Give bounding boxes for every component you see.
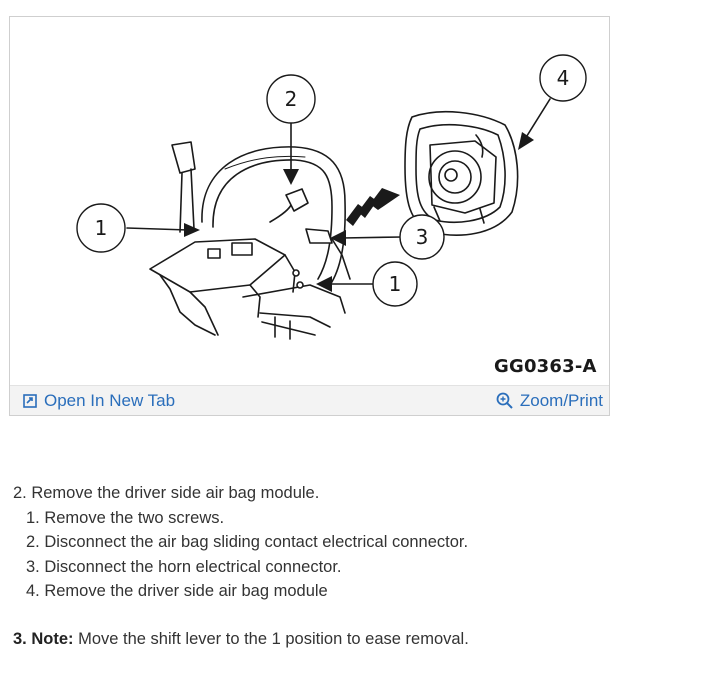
figure-panel: 1 2 3 1 4 GG0363-A Open In New Tab Zoom/… (9, 16, 610, 416)
zoom-magnifier-icon (496, 392, 513, 409)
steering-wheel-diagram: 1 2 3 1 4 (76, 54, 587, 340)
callout-label: 1 (389, 272, 402, 296)
connectors-drawing (269, 188, 351, 289)
motion-chevrons-drawing (346, 188, 400, 226)
callout-arrows-drawing (126, 98, 551, 285)
steering-column-drawing (149, 238, 346, 340)
zoom-print-link[interactable]: Zoom/Print (496, 391, 603, 411)
substep-item: 4. Remove the driver side air bag module (26, 582, 328, 601)
figure-footer: Open In New Tab Zoom/Print (10, 385, 609, 415)
callout-label: 3 (416, 225, 429, 249)
substep-list: 1. Remove the two screws. 2. Disconnect … (13, 506, 468, 604)
callout-label: 2 (285, 87, 298, 111)
step-heading: 2. Remove the driver side air bag module… (13, 484, 320, 502)
note-text: Move the shift lever to the 1 position t… (73, 630, 469, 648)
open-new-tab-link[interactable]: Open In New Tab (22, 391, 175, 411)
shift-lever-drawing (171, 141, 196, 233)
procedure-note: 3. Note: Move the shift lever to the 1 p… (13, 630, 469, 649)
zoom-print-label: Zoom/Print (519, 391, 603, 410)
figure-code: GG0363-A (494, 356, 597, 377)
callout-label: 1 (95, 216, 108, 240)
open-new-tab-label: Open In New Tab (44, 391, 176, 410)
procedure-steps: 2. Remove the driver side air bag module… (13, 481, 468, 604)
external-link-icon (23, 394, 37, 408)
steering-wheel-rim-drawing (201, 146, 346, 286)
callout-label: 4 (557, 66, 570, 90)
substep-item: 2. Disconnect the air bag sliding contac… (26, 533, 469, 552)
note-label: 3. Note: (13, 630, 74, 648)
substep-item: 3. Disconnect the horn electrical connec… (26, 557, 342, 576)
air-bag-module-drawing (404, 110, 519, 236)
substep-item: 1. Remove the two screws. (26, 508, 225, 527)
